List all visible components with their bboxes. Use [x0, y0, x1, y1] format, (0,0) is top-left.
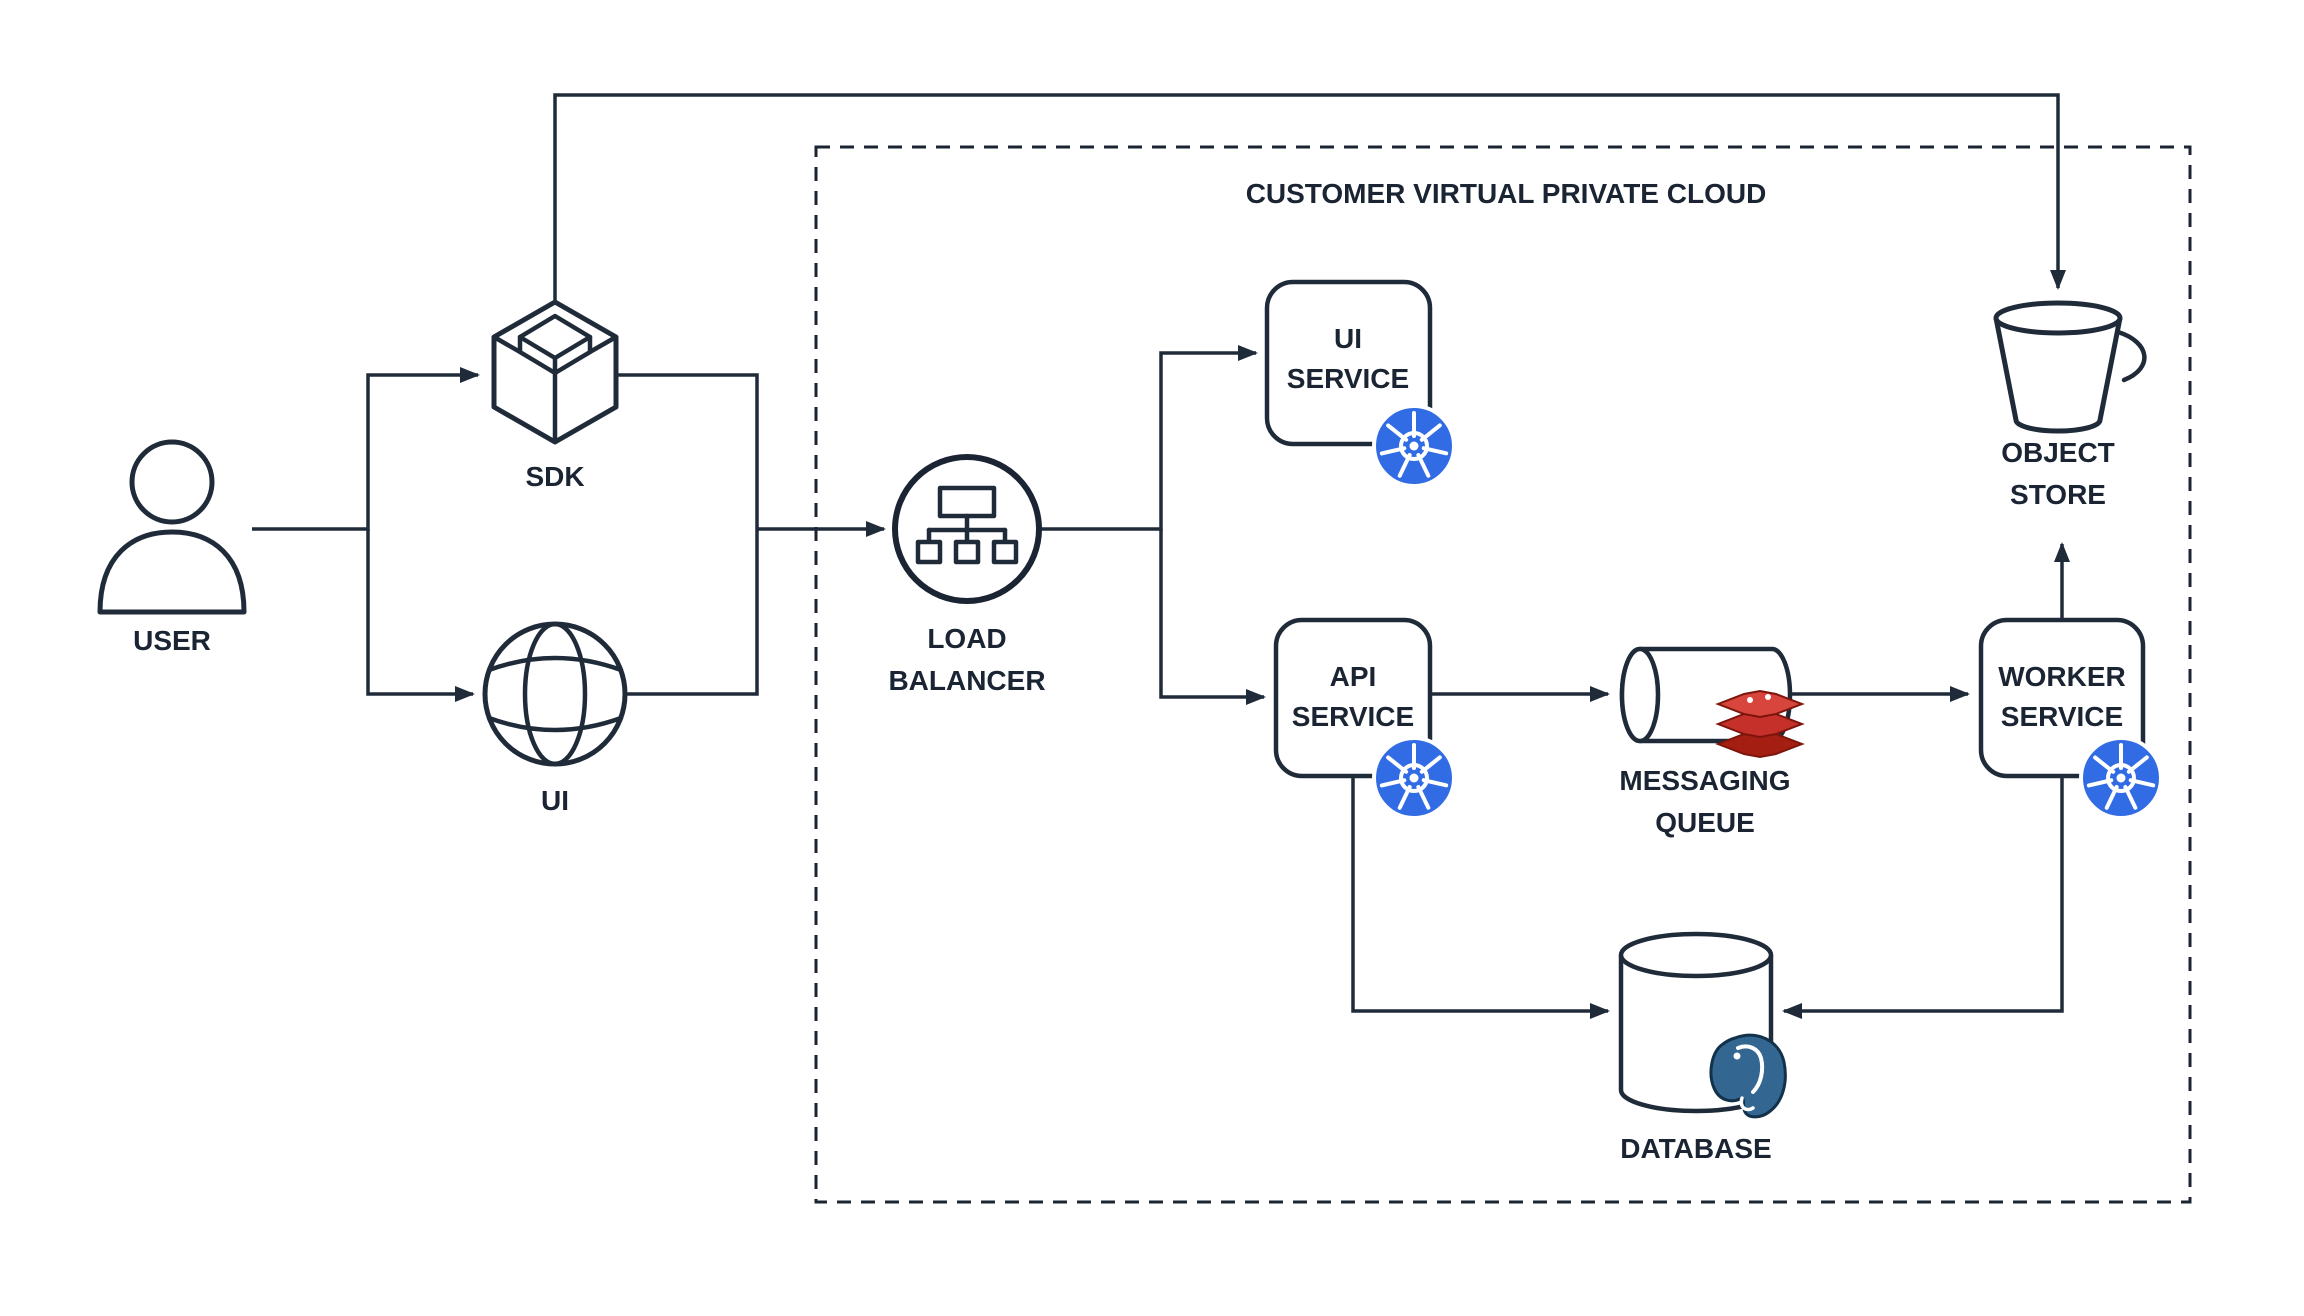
edge-user-sdk: [252, 367, 480, 531]
edge-lb-api-service: [1159, 529, 1266, 705]
api-service-label-line2: SERVICE: [1292, 701, 1414, 732]
edge-api-database: [1351, 776, 1610, 1019]
edge-worker-database: [1782, 776, 2064, 1019]
ui-service-label-line1: UI: [1334, 323, 1362, 354]
edge-sdk-ui-merge: [617, 373, 759, 696]
sdk-label: SDK: [525, 461, 584, 492]
ui-service-box: [1264, 279, 1433, 447]
worker-service-label-line1: WORKER: [1998, 661, 2126, 692]
api-service-box: [1273, 617, 1433, 779]
api-service-label-line1: API: [1330, 661, 1377, 692]
user-node: USER: [97, 439, 247, 656]
ui-service-node: UI SERVICE: [1264, 279, 1456, 488]
messaging-queue-label-line1: MESSAGING: [1619, 765, 1790, 796]
edge-sdk-object-store: [553, 93, 2066, 300]
vpc-title: CUSTOMER VIRTUAL PRIVATE CLOUD: [1246, 178, 1767, 209]
object-store-node: OBJECT STORE: [1993, 300, 2147, 510]
edge-user-ui: [366, 529, 475, 702]
ui-label: UI: [541, 785, 569, 816]
api-service-node: API SERVICE: [1273, 617, 1456, 820]
messaging-queue-node: MESSAGING QUEUE: [1619, 646, 1803, 838]
user-label: USER: [133, 625, 211, 656]
worker-service-node: WORKER SERVICE: [1978, 617, 2163, 820]
bucket-icon: [1993, 300, 2147, 434]
object-store-label-line2: STORE: [2010, 479, 2106, 510]
ui-service-label-line2: SERVICE: [1287, 363, 1409, 394]
kubernetes-icon: [1372, 736, 1456, 820]
database-node: DATABASE: [1618, 931, 1788, 1164]
person-icon: [97, 439, 247, 615]
globe-icon: [482, 621, 628, 767]
load-balancer-label-line2: BALANCER: [888, 665, 1045, 696]
load-balancer-icon: [892, 454, 1042, 604]
messaging-queue-label-line2: QUEUE: [1655, 807, 1755, 838]
sdk-node: SDK: [491, 299, 619, 492]
edge-lb-ui-service: [1040, 345, 1258, 531]
cube-package-icon: [491, 299, 619, 445]
load-balancer-node: LOAD BALANCER: [888, 454, 1046, 696]
vpc-boundary: [814, 145, 2192, 1204]
worker-service-label-line2: SERVICE: [2001, 701, 2123, 732]
worker-service-box: [1978, 617, 2146, 779]
object-store-label-line1: OBJECT: [2001, 437, 2115, 468]
load-balancer-label-line1: LOAD: [927, 623, 1006, 654]
database-label: DATABASE: [1620, 1133, 1771, 1164]
kubernetes-icon: [2079, 736, 2163, 820]
connectors: [252, 93, 2070, 1019]
redis-icon: [1717, 690, 1803, 758]
kubernetes-icon: [1372, 404, 1456, 488]
ui-node: UI: [482, 621, 628, 816]
